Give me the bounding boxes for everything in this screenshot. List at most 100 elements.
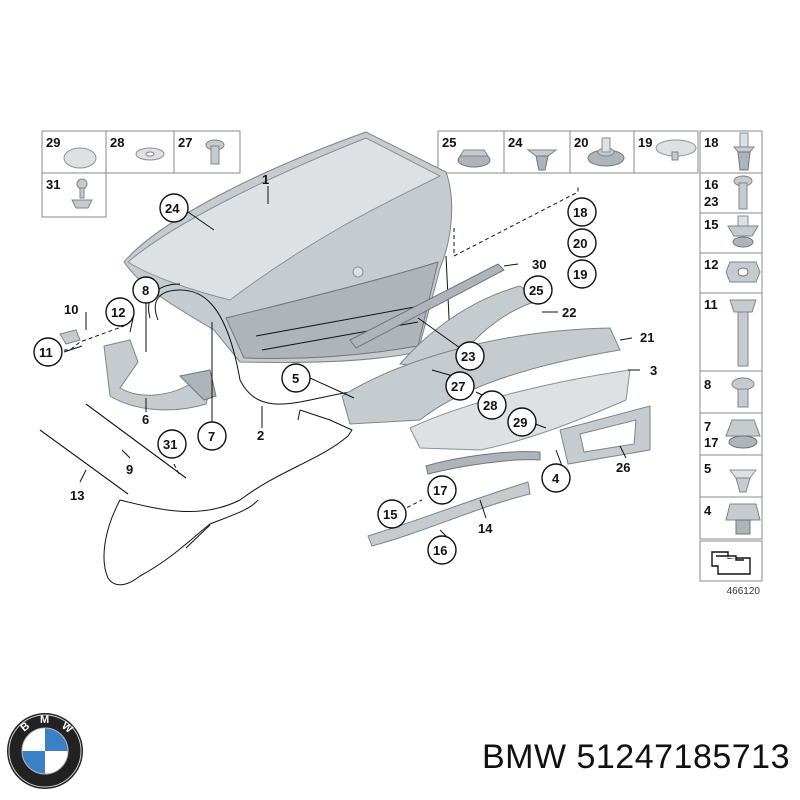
box-number: 18 (704, 135, 718, 150)
screw-icon (205, 139, 225, 165)
clip-nut-icon (725, 419, 761, 449)
callout-1: 1 (262, 172, 269, 187)
callout-28: 28 (477, 390, 507, 420)
callout-12: 12 (105, 297, 135, 327)
box-number: 12 (704, 257, 718, 272)
box-number: 20 (574, 135, 588, 150)
box-number: 4 (704, 503, 712, 518)
callout-26: 26 (616, 460, 630, 475)
box-number: 27 (178, 135, 192, 150)
svg-text:26: 26 (616, 460, 630, 475)
svg-text:8: 8 (142, 283, 149, 298)
screw-icon (733, 175, 753, 210)
washer-icon (135, 147, 165, 161)
svg-text:22: 22 (562, 305, 576, 320)
svg-text:15: 15 (383, 507, 397, 522)
box-number: 8 (704, 377, 711, 392)
trim-strip (367, 481, 531, 547)
clip-icon (729, 469, 757, 493)
box-number: 19 (638, 135, 652, 150)
cap-icon (63, 147, 97, 169)
plug-icon (655, 139, 697, 161)
callout-22: 22 (562, 305, 576, 320)
svg-text:19: 19 (573, 267, 587, 282)
callout-31: 31 (157, 429, 187, 459)
callout-30: 30 (532, 257, 546, 272)
svg-text:29: 29 (513, 415, 527, 430)
callout-2: 2 (257, 428, 264, 443)
callout-27: 27 (445, 371, 475, 401)
hex-nut-icon (725, 261, 761, 283)
fastener-box (41, 172, 107, 218)
svg-text:6: 6 (142, 412, 149, 427)
callout-14: 14 (478, 521, 493, 536)
screw-icon (731, 377, 755, 408)
svg-text:5: 5 (292, 371, 299, 386)
svg-text:2: 2 (257, 428, 264, 443)
hinge (103, 339, 217, 411)
svg-text:17: 17 (433, 483, 447, 498)
svg-text:12: 12 (111, 305, 125, 320)
box-number: 7 (704, 419, 711, 434)
svg-text:3: 3 (650, 363, 657, 378)
bmw-logo: B M W (7, 713, 83, 789)
seal-strip (349, 263, 505, 349)
svg-text:20: 20 (573, 236, 587, 251)
callout-24: 24 (159, 193, 189, 223)
svg-text:27: 27 (451, 379, 465, 394)
clip-nut-icon (725, 503, 761, 535)
svg-text:13: 13 (70, 488, 84, 503)
svg-text:7: 7 (208, 429, 215, 444)
callout-5: 5 (281, 363, 311, 393)
svg-text:1: 1 (262, 172, 269, 187)
svg-text:31: 31 (163, 437, 177, 452)
svg-text:14: 14 (478, 521, 493, 536)
bolt-icon (729, 299, 757, 367)
callout-18: 18 (567, 197, 597, 227)
svg-text:4: 4 (552, 471, 560, 486)
box-number: 16 (704, 177, 718, 192)
logo-letter: M (40, 714, 49, 726)
svg-text:10: 10 (64, 302, 78, 317)
callout-23: 23 (455, 341, 485, 371)
callout-25: 25 (523, 275, 553, 305)
callout-20: 20 (567, 228, 597, 258)
trim-strip (425, 451, 541, 475)
callout-7: 7 (197, 421, 227, 451)
box-number: 25 (442, 135, 456, 150)
svg-text:23: 23 (461, 349, 475, 364)
svg-text:18: 18 (573, 205, 587, 220)
callout-29: 29 (507, 407, 537, 437)
callout-21: 21 (640, 330, 654, 345)
callout-9: 9 (126, 462, 133, 477)
license-plate-panel (559, 405, 651, 465)
grommet-icon (587, 137, 625, 167)
callout-16: 16 (427, 535, 457, 565)
expanding-rivet-icon (732, 132, 756, 171)
svg-text:25: 25 (529, 283, 543, 298)
box-number: 15 (704, 217, 718, 232)
box-number: 29 (46, 135, 60, 150)
nut-icon (457, 149, 491, 168)
gas-strut (39, 429, 129, 495)
svg-text:21: 21 (640, 330, 654, 345)
box-number: 31 (46, 177, 60, 192)
svg-text:24: 24 (165, 201, 180, 216)
ball-stud-icon (71, 178, 93, 209)
trunk-lid (123, 131, 453, 363)
fastener-box-group-right: 16 23 15 12 11 8 7 17 5 4 (699, 172, 763, 582)
svg-text:9: 9 (126, 462, 133, 477)
box-number: 24 (508, 135, 523, 150)
callout-6: 6 (142, 412, 149, 427)
box-number: 28 (110, 135, 124, 150)
callout-15: 15 (377, 499, 407, 529)
gas-strut (85, 403, 187, 479)
callout-10: 10 (64, 302, 78, 317)
fastener-box-group-top: 25 24 20 19 18 (437, 130, 763, 174)
reference-number: 466120 (726, 586, 760, 597)
callout-11: 11 (33, 337, 63, 367)
callout-17: 17 (427, 475, 457, 505)
part-number-caption: BMW 51247185713 (481, 738, 790, 776)
callout-13: 13 (70, 488, 84, 503)
